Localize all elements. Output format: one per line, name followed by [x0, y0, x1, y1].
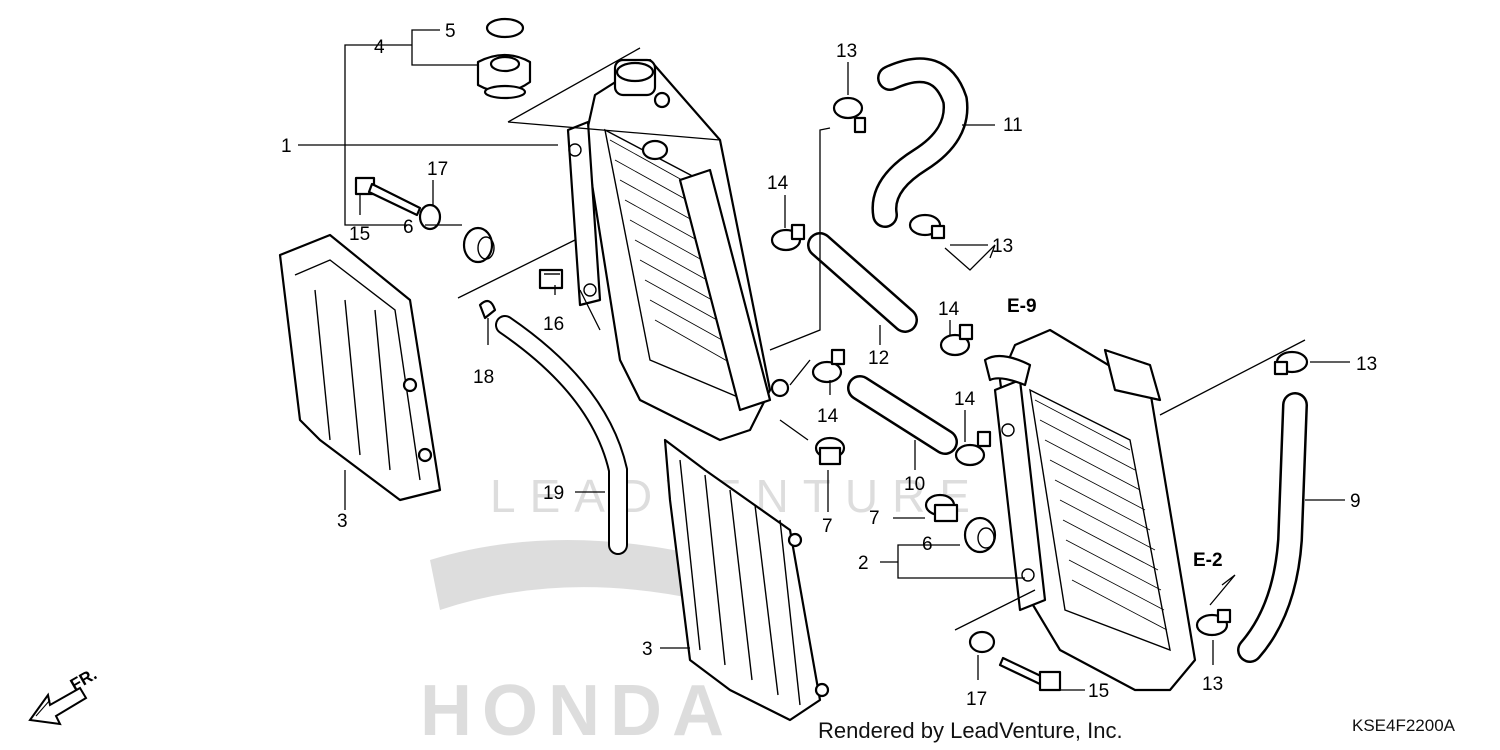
collar-7a[interactable] [814, 436, 846, 466]
hose-10[interactable] [847, 375, 958, 455]
collar-7b[interactable] [924, 493, 959, 523]
shroud-left[interactable] [278, 233, 442, 502]
clamp-13b[interactable] [908, 213, 946, 240]
grommet-6b[interactable] [963, 516, 997, 554]
ref-e2[interactable]: E-2 [1193, 550, 1223, 571]
bolt-15b[interactable] [998, 656, 1062, 692]
callout-9: 9 [1350, 491, 1361, 512]
callout-4: 4 [374, 37, 385, 58]
clamp-14a[interactable] [770, 223, 806, 252]
grommet-6a[interactable] [462, 226, 495, 264]
callout-6-left: 6 [403, 217, 414, 238]
callout-2: 2 [858, 553, 869, 574]
callout-7-middle: 7 [869, 508, 880, 529]
callout-12: 12 [868, 348, 889, 369]
breather-tube-19[interactable] [495, 315, 628, 555]
callout-7-lower: 7 [822, 516, 833, 537]
leader-lines [298, 29, 1350, 691]
callout-14-b: 14 [817, 406, 839, 427]
callout-1: 1 [281, 136, 292, 157]
watermark-logo-text: HONDA [420, 671, 734, 750]
callout-17-left: 17 [427, 159, 448, 180]
radiator-right[interactable] [983, 328, 1197, 692]
callout-6-right: 6 [922, 534, 933, 555]
watermark: LEADVENTURE HONDA [420, 470, 970, 750]
radiator-cap[interactable] [476, 53, 532, 100]
shroud-right[interactable] [663, 438, 830, 722]
clamp-13a[interactable] [832, 96, 867, 134]
callouts: 1 2 3 3 4 5 6 6 7 7 9 10 11 12 13 13 13 … [281, 21, 1377, 710]
washer-17b[interactable] [968, 630, 996, 654]
callout-14-d: 14 [954, 389, 976, 410]
front-arrow-icon [28, 686, 88, 726]
bolt-15a[interactable] [354, 176, 422, 217]
callout-10: 10 [904, 474, 925, 495]
washer-17a[interactable] [418, 203, 442, 231]
callout-15-right: 15 [1088, 681, 1109, 702]
callout-17-right: 17 [966, 689, 987, 710]
diagram-code: KSE4F2200A [1352, 716, 1456, 735]
callout-18: 18 [473, 367, 494, 388]
callout-19: 19 [543, 483, 564, 504]
ref-e9[interactable]: E-9 [1007, 296, 1037, 317]
clip-18[interactable] [478, 299, 497, 320]
callout-16: 16 [543, 314, 564, 335]
credit-text: Rendered by LeadVenture, Inc. [818, 718, 1123, 743]
radiator-left[interactable] [566, 58, 790, 442]
callout-13-right: 13 [1356, 354, 1377, 375]
callout-13-upper: 13 [992, 236, 1013, 257]
clamp-14c[interactable] [939, 323, 974, 357]
clip-16[interactable] [538, 268, 564, 290]
callout-14-c: 14 [938, 299, 960, 320]
cap-gasket[interactable] [485, 17, 525, 39]
callout-15-left: 15 [349, 224, 370, 245]
callout-13-top: 13 [836, 41, 857, 62]
callout-3-right: 3 [642, 639, 653, 660]
hose-12[interactable] [807, 232, 918, 333]
callout-13-bottom: 13 [1202, 674, 1223, 695]
callout-14-a: 14 [767, 173, 789, 194]
clamp-14b[interactable] [811, 348, 846, 384]
clamp-13d[interactable] [1195, 608, 1232, 637]
lower-hose-9[interactable] [1237, 392, 1308, 663]
clamp-14d[interactable] [954, 430, 992, 467]
callout-3-left: 3 [337, 511, 348, 532]
clamp-13c[interactable] [1273, 350, 1309, 376]
upper-hose-11[interactable] [871, 57, 969, 228]
callout-5: 5 [445, 21, 456, 42]
callout-11: 11 [1003, 115, 1023, 136]
